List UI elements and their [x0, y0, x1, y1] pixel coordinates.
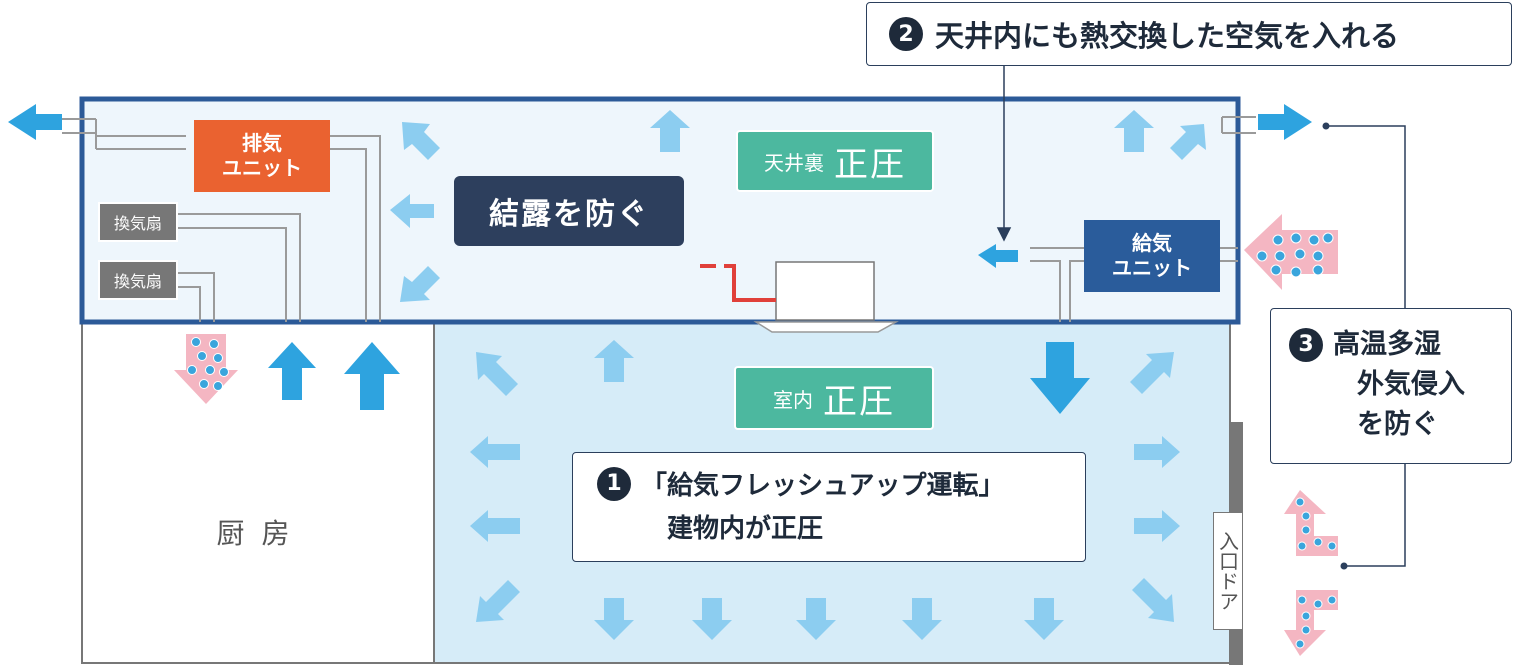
callout-3-number: 3 — [1289, 328, 1323, 362]
ducts — [62, 116, 1256, 322]
callout-2: 2 天井内にも熱交換した空気を入れる — [866, 2, 1512, 66]
supply-unit-label-2: ユニット — [1112, 256, 1192, 280]
light-arrows — [390, 110, 1206, 640]
supply-unit-label-1: 給気 — [1132, 231, 1172, 255]
callout-2-text: 天井内にも熱交換した空気を入れる — [935, 19, 1400, 53]
callout-3-line-3: を防ぐ — [1357, 409, 1438, 440]
callout-2-number: 2 — [889, 17, 923, 51]
indoor-unit — [775, 261, 875, 321]
humid-air-arrows — [174, 214, 1338, 656]
callout-3-line-1: 高温多湿 — [1333, 329, 1441, 360]
ceiling-pressure-label: 天井裏 正圧 — [736, 130, 934, 192]
entrance-door-label: 入口ドア — [1213, 512, 1243, 630]
callout-3: 3 高温多湿 外気侵入 を防ぐ — [1270, 308, 1512, 464]
callout-1-line-2: 建物内が正圧 — [667, 514, 824, 544]
callout-3-line-2: 外気侵入 — [1357, 369, 1465, 400]
callout-1: 1 「給気フレッシュアップ運転」 建物内が正圧 — [572, 452, 1086, 562]
room-label-big: 正圧 — [823, 381, 895, 422]
condensation-label: 結露を防ぐ — [454, 176, 684, 246]
exhaust-unit-label-2: ユニット — [222, 156, 302, 180]
callout-1-line-1: 「給気フレッシュアップ運転」 — [641, 471, 1005, 501]
ventilation-fan-2: 換気扇 — [98, 260, 178, 300]
room-pressure-label: 室内 正圧 — [734, 366, 934, 430]
supply-unit: 給気 ユニット — [1084, 220, 1220, 292]
indoor-unit-panel — [753, 321, 899, 333]
callout-1-number: 1 — [597, 466, 631, 501]
kitchen-label: 厨 房 — [216, 517, 294, 550]
callout-leaders — [996, 66, 1406, 567]
exhaust-unit-label-1: 排気 — [242, 131, 282, 155]
room-label-small: 室内 — [773, 387, 813, 412]
ventilation-fan-1: 換気扇 — [98, 202, 178, 242]
exhaust-unit: 排気 ユニット — [194, 120, 330, 192]
ceiling-label-small: 天井裏 — [764, 150, 824, 175]
strong-arrows — [8, 104, 1312, 414]
ceiling-label-big: 正圧 — [834, 144, 906, 185]
